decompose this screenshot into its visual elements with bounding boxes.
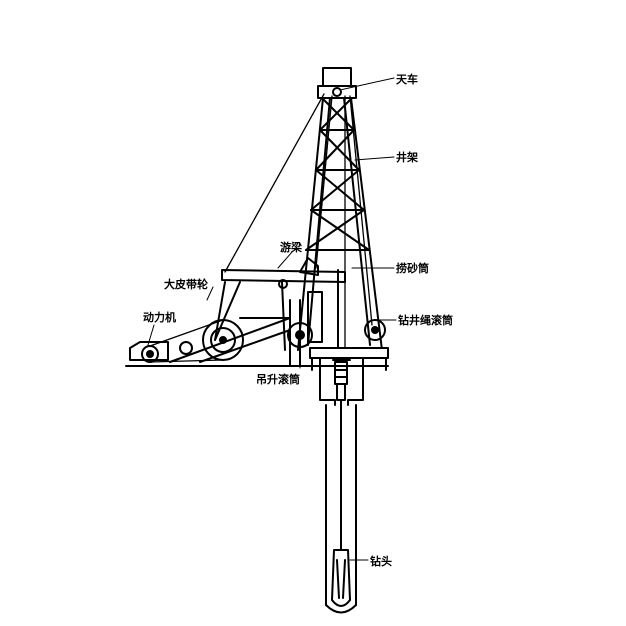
engine bbox=[129, 341, 193, 363]
label-big-belt-wheel: 大皮带轮 bbox=[164, 277, 208, 291]
label-cable-drum: 钻井绳滚筒 bbox=[398, 313, 453, 327]
label-hoist-drum: 吊升滚筒 bbox=[256, 372, 300, 386]
label-crown-block: 天车 bbox=[396, 72, 418, 86]
rig-floor bbox=[309, 347, 389, 371]
wellhead bbox=[319, 357, 364, 406]
hoist-drum bbox=[287, 322, 313, 348]
label-walking-beam: 游梁 bbox=[280, 240, 303, 254]
derrick bbox=[297, 67, 383, 351]
sand-drum bbox=[307, 269, 339, 349]
drill-bit bbox=[331, 399, 351, 607]
drive-belt bbox=[149, 319, 224, 363]
label-sand-drum: 捞砂筒 bbox=[396, 261, 429, 275]
label-drill-bit: 钻头 bbox=[370, 554, 392, 568]
crown-block-shape bbox=[322, 67, 352, 87]
cable-drum bbox=[364, 319, 386, 341]
cable-lines bbox=[224, 93, 373, 349]
leader-lines bbox=[147, 77, 397, 561]
borehole bbox=[325, 404, 357, 614]
label-derrick: 井架 bbox=[396, 150, 418, 164]
label-engine: 动力机 bbox=[143, 310, 176, 324]
